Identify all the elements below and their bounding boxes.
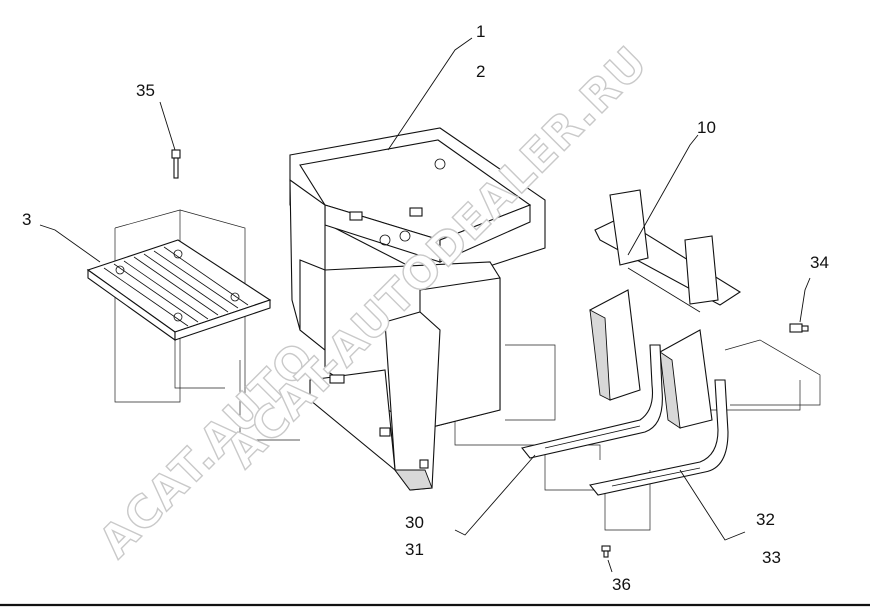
part-1-battery-box	[289, 127, 546, 491]
callout-10: 10	[697, 118, 716, 137]
callout-1: 1	[476, 22, 485, 41]
part-32-33-rail	[589, 379, 729, 496]
projection-guides	[114, 209, 821, 531]
callout-33: 33	[762, 548, 781, 567]
callout-30: 30	[405, 513, 424, 532]
part-30-31-rail	[521, 344, 663, 459]
callout-labels: 1 2 3 10 30 31 32 33 34 35 36	[22, 22, 829, 594]
part-10-bracket	[589, 189, 742, 429]
callout-3: 3	[22, 210, 31, 229]
leader-lines	[39, 37, 811, 573]
part-3-grate-mat	[86, 239, 272, 342]
callout-2: 2	[476, 62, 485, 81]
callout-36: 36	[612, 575, 631, 594]
callout-31: 31	[405, 540, 424, 559]
callout-32: 32	[756, 510, 775, 529]
callout-35: 35	[136, 81, 155, 100]
part-36-screw	[601, 545, 611, 558]
part-35-bolt	[171, 149, 181, 179]
part-34-bolt	[789, 323, 809, 333]
callout-34: 34	[810, 253, 829, 272]
